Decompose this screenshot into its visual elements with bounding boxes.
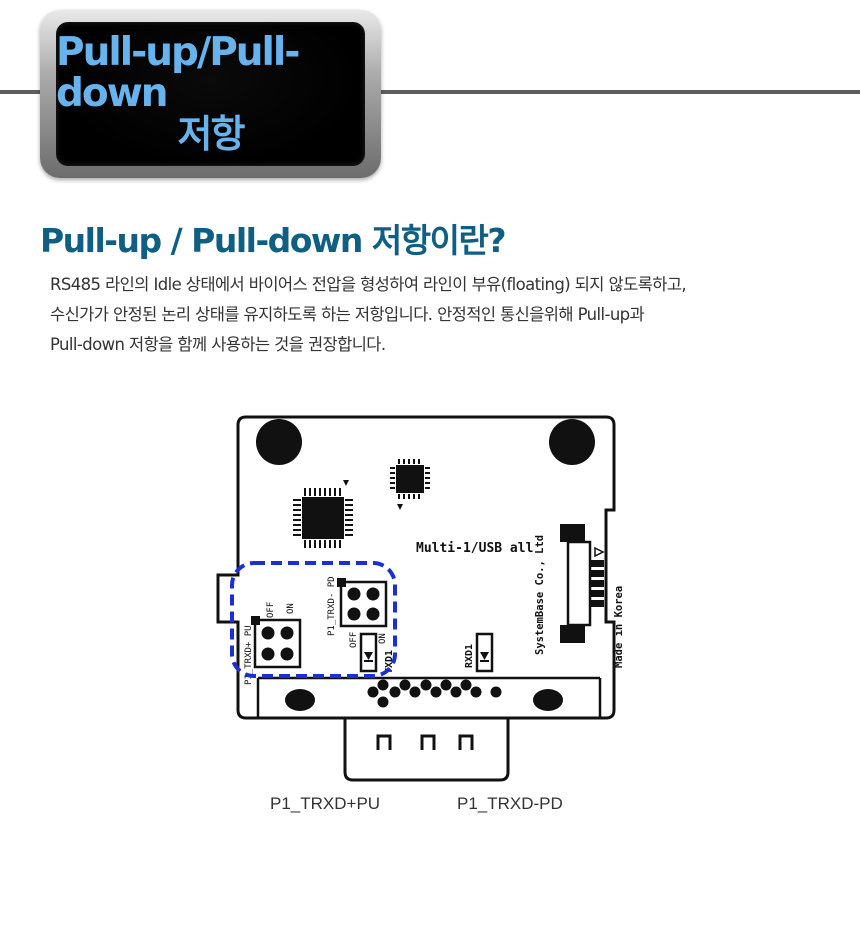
banner-screen: Pull-up/Pull-down 저항 <box>56 22 365 166</box>
led-rxd-label: RXD1 <box>464 644 475 668</box>
jumper-pd <box>337 578 388 628</box>
pcb-outline <box>216 415 616 720</box>
jumper-highlight-box <box>230 561 397 678</box>
jumper-pd-label: P1_TRXD- PD <box>327 576 337 636</box>
caption-pu: P1_TRXD+PU <box>270 794 381 813</box>
small-ic <box>390 459 430 510</box>
banner-title-line1: Pull-up/Pull-down <box>56 30 300 117</box>
banner-divider-line <box>0 90 860 94</box>
product-label: Multi-1/USB all <box>416 541 533 556</box>
description: RS485 라인의 Idle 상태에서 바이어스 전압을 형성하여 라인이 부유… <box>50 270 840 360</box>
caption-pd: P1_TRXD-PD <box>457 794 563 813</box>
jumper-pu-on-label: ON <box>286 603 296 614</box>
mounting-hole-right <box>549 419 595 465</box>
jumper-pu-label: P1_TRXD+ PU <box>244 625 254 685</box>
led-rxd <box>475 632 494 673</box>
mounting-hole-left <box>256 419 302 465</box>
led-txd-label: TXD1 <box>384 650 395 674</box>
led-txd <box>359 632 378 673</box>
title-banner: Pull-up/Pull-down 저항 <box>40 10 381 178</box>
db9-holes <box>285 679 563 711</box>
banner-title-line2: 저항 <box>177 111 246 156</box>
jumper-pu <box>251 616 302 669</box>
description-line-2: 수신가가 안정된 논리 상태를 유지하도록 하는 저항입니다. 안정적인 통신을… <box>50 305 645 324</box>
jumper-pd-on-label: ON <box>378 633 388 644</box>
board-diagram: Multi-1/USB all SystemBase Co., Ltd Made… <box>216 415 625 782</box>
jumper-pd-off-label: OFF <box>349 632 359 648</box>
jumper-pu-off-label: OFF <box>266 602 276 618</box>
usb-connector <box>560 524 605 643</box>
section-heading: Pull-up / Pull-down 저항이란? <box>40 221 507 260</box>
connector-pins <box>376 734 474 750</box>
description-line-1: RS485 라인의 Idle 상태에서 바이어스 전압을 형성하여 라인이 부유… <box>50 275 687 294</box>
origin-label: Made in Korea <box>613 586 625 668</box>
description-line-3: Pull-down 저항을 함께 사용하는 것을 권장합니다. <box>50 335 386 354</box>
main-ic <box>293 480 353 548</box>
company-label: SystemBase Co., Ltd <box>534 535 546 655</box>
